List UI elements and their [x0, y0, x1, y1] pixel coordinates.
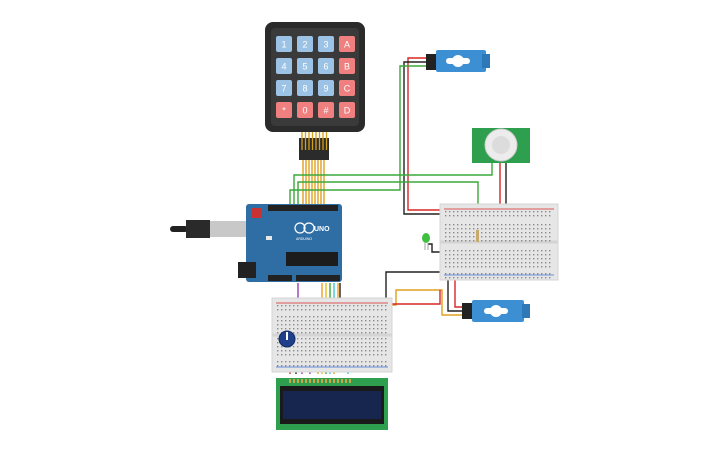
- keypad-key-label: 5: [302, 62, 307, 72]
- keypad-key-label: D: [344, 106, 351, 116]
- pir-dome-inner: [492, 136, 510, 154]
- keypad-key-label: C: [344, 84, 351, 94]
- pir-sensor: [472, 128, 530, 163]
- keypad-key[interactable]: [318, 80, 334, 96]
- led-bulb: [422, 233, 430, 243]
- resistor: [476, 230, 479, 242]
- servo-top-connector: [426, 54, 436, 70]
- usb-cable: [170, 226, 188, 232]
- keypad-key-label: 8: [302, 84, 307, 94]
- status-led: [266, 236, 272, 240]
- keypad-key-label: 7: [281, 84, 286, 94]
- keypad-keys: 1 2 3 A 4 5 6 B 7 8 9 C * 0 # D: [276, 36, 355, 118]
- servo-top-horn: [446, 58, 470, 64]
- potentiometer-knob-slot: [286, 332, 288, 340]
- reset-button: [252, 208, 262, 218]
- keypad-key[interactable]: [339, 36, 355, 52]
- usb-port: [210, 221, 250, 237]
- keypad-key[interactable]: [339, 102, 355, 118]
- usb-plug: [186, 220, 210, 238]
- keypad-key[interactable]: [297, 80, 313, 96]
- keypad-key[interactable]: [297, 36, 313, 52]
- servo-bottom-signal-wire: [378, 289, 466, 316]
- pir-signal-wire: [293, 162, 493, 205]
- power-header: [268, 275, 292, 281]
- digital-header: [268, 205, 338, 211]
- keypad-key-label: *: [282, 106, 286, 116]
- lcd-screen: [283, 391, 381, 419]
- keypad-key-label: 9: [323, 84, 328, 94]
- breadboard-right-holes: [445, 211, 551, 279]
- keypad-key-label: 0: [302, 106, 307, 116]
- keypad-key[interactable]: [276, 102, 292, 118]
- keypad-key[interactable]: [297, 102, 313, 118]
- keypad-key-label: #: [323, 106, 328, 116]
- keypad-key[interactable]: [318, 36, 334, 52]
- keypad-key[interactable]: [276, 58, 292, 74]
- keypad-key[interactable]: [339, 58, 355, 74]
- keypad: 1 2 3 A 4 5 6 B 7 8 9 C * 0 # D: [265, 22, 365, 160]
- analog-header: [296, 275, 340, 281]
- keypad-key-label: 3: [323, 40, 328, 50]
- rail-red-wire: [384, 290, 441, 305]
- servo-top-red-wire: [407, 57, 440, 211]
- servo-top-signal-wire: [289, 65, 430, 205]
- arduino-logo-icon-b: [303, 222, 315, 234]
- keypad-key[interactable]: [339, 80, 355, 96]
- keypad-key[interactable]: [318, 58, 334, 74]
- arduino-model-label: UNO: [314, 226, 330, 233]
- keypad-key-label: A: [344, 40, 350, 50]
- led: [422, 233, 430, 250]
- servo-bottom-black-wire: [447, 280, 466, 312]
- keypad-key[interactable]: [318, 102, 334, 118]
- keypad-key[interactable]: [276, 36, 292, 52]
- keypad-connector-pins: [301, 132, 328, 150]
- microcontroller-chip: [286, 252, 338, 266]
- lcd-pins: [289, 379, 351, 383]
- servo-motor-top: [426, 50, 490, 72]
- keypad-key-label: 2: [302, 40, 307, 50]
- potentiometer: [278, 330, 296, 348]
- servo-bottom-horn: [484, 308, 508, 314]
- servo-top-black-wire: [403, 61, 440, 215]
- arduino-brand-label: ARDUINO: [296, 237, 312, 241]
- keypad-key-label: 1: [281, 40, 286, 50]
- power-jack: [238, 262, 256, 278]
- breadboard-right: [439, 203, 559, 281]
- servo-bottom-red-wire: [454, 278, 466, 308]
- keypad-key-label: B: [344, 62, 350, 72]
- servo-bottom-connector: [462, 303, 472, 319]
- keypad-key-label: 4: [281, 62, 286, 72]
- keypad-face: [271, 28, 359, 126]
- keypad-connector: [299, 138, 329, 160]
- keypad-key[interactable]: [276, 80, 292, 96]
- keypad-key-label: 6: [323, 62, 328, 72]
- arduino-logo-icon: [294, 222, 306, 234]
- arduino-uno: UNO ARDUINO: [170, 204, 342, 282]
- servo-motor-bottom: [462, 300, 530, 322]
- servo-bottom-tab: [522, 304, 530, 318]
- servo-top-tab: [482, 54, 490, 68]
- keypad-key[interactable]: [297, 58, 313, 74]
- lcd-display: [276, 378, 388, 430]
